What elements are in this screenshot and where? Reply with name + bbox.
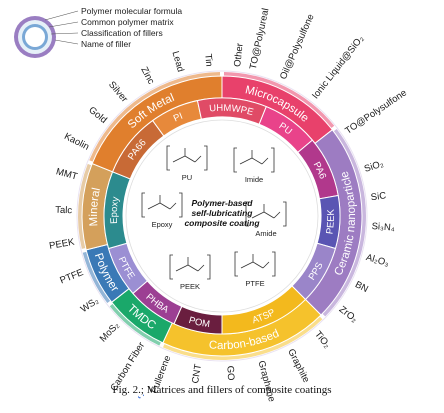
filler-label-silver: Silver (106, 79, 130, 104)
filler-label-mos2: MoS₂ (98, 320, 122, 345)
molecule-label-ptfe: PTFE (245, 279, 264, 288)
filler-label-tio2: TiO₂ (312, 329, 332, 351)
filler-label-ionic-liquid-sio2: Ionic Liquid@SiO₂ (310, 33, 366, 101)
molecule-pu: PU (166, 145, 208, 182)
molecule-label-amide: Amide (255, 229, 276, 238)
filler-label-peek: PEEK (48, 237, 76, 252)
filler-label-lead: Lead (170, 50, 186, 73)
molecule-epoxy: Epoxy (141, 192, 183, 229)
caption-mark: .; (138, 384, 144, 396)
molecule-imide: Imide (233, 147, 275, 184)
filler-label-gold: Gold (86, 105, 109, 126)
center-title-line-2: self-lubricating (192, 208, 254, 218)
center-title-line-3: composite coating (184, 218, 260, 228)
legend-label-4: Name of filler (81, 39, 131, 49)
molecule-label-pu: PU (182, 173, 192, 182)
category-outline-ceramic-nanoparticle (322, 128, 366, 317)
center-title-line-1: Polymer-based (192, 198, 254, 208)
matrix-label-peek: PEEK (324, 208, 336, 234)
matrix-label-pi: PI (172, 111, 185, 125)
filler-label-talc: Talc (55, 205, 73, 217)
filler-label-graphite: Graphite (285, 347, 311, 384)
filler-label-go: GO (224, 366, 236, 381)
filler-label-sic: SiC (370, 190, 387, 203)
filler-label-to-polyureal: TO@Polyureal (248, 7, 272, 70)
filler-label-tin: Tin (202, 53, 214, 67)
filler-label-other: Other (232, 43, 245, 68)
molecule-label-epoxy: Epoxy (152, 220, 173, 229)
caption-prefix: Fig. 2 (112, 384, 139, 396)
molecule-label-imide: Imide (245, 175, 263, 184)
figure-caption: Fig. 2.; Matrices and fillers of composi… (0, 384, 444, 396)
filler-label-sio2: SiO₂ (363, 158, 385, 175)
filler-label-ptfe: PTFE (58, 267, 85, 286)
matrix-segment-uhmwpe (196, 97, 267, 125)
matrix-label-pom: POM (187, 315, 210, 330)
legend-center (25, 27, 45, 47)
molecule-amide: Amide (245, 201, 287, 238)
filler-label-oil-polysulfone: Oil@Polysulfone (278, 12, 317, 81)
molecule-peek: PEEK (169, 254, 211, 291)
legend: Polymer molecular formula Common polymer… (14, 6, 182, 58)
category-outline-mineral (78, 163, 92, 249)
category-outline-polymer (82, 251, 111, 304)
caption-text: Matrices and fillers of composite coatin… (143, 384, 332, 396)
filler-label-ws2: WS₂ (79, 295, 101, 315)
filler-label-zro2: ZrO₂ (337, 304, 360, 325)
filler-label-graphene: Graphene (255, 359, 277, 403)
legend-label-2: Common polymer matrix (81, 17, 174, 27)
filler-label-al2o3: Al₂O₃ (365, 252, 391, 269)
matrix-label-epoxy: Epoxy (109, 196, 122, 224)
legend-label-3: Classification of fillers (81, 28, 163, 38)
filler-label-bn: BN (353, 279, 370, 295)
category-outline-soft-metal (89, 72, 221, 162)
filler-label-to-polysulfone: TO@Polysulfone (343, 87, 409, 136)
legend-label-1: Polymer molecular formula (81, 6, 182, 16)
filler-label-kaolin: Kaolin (62, 131, 91, 153)
filler-label-zinc: Zinc (138, 65, 156, 86)
filler-label-mmt: MMT (55, 166, 79, 182)
filler-label-si3n4: Si₃N₄ (371, 221, 395, 234)
molecule-ptfe: PTFE (234, 251, 276, 288)
molecule-label-peek: PEEK (180, 282, 200, 291)
filler-label-cnt: CNT (190, 363, 204, 384)
